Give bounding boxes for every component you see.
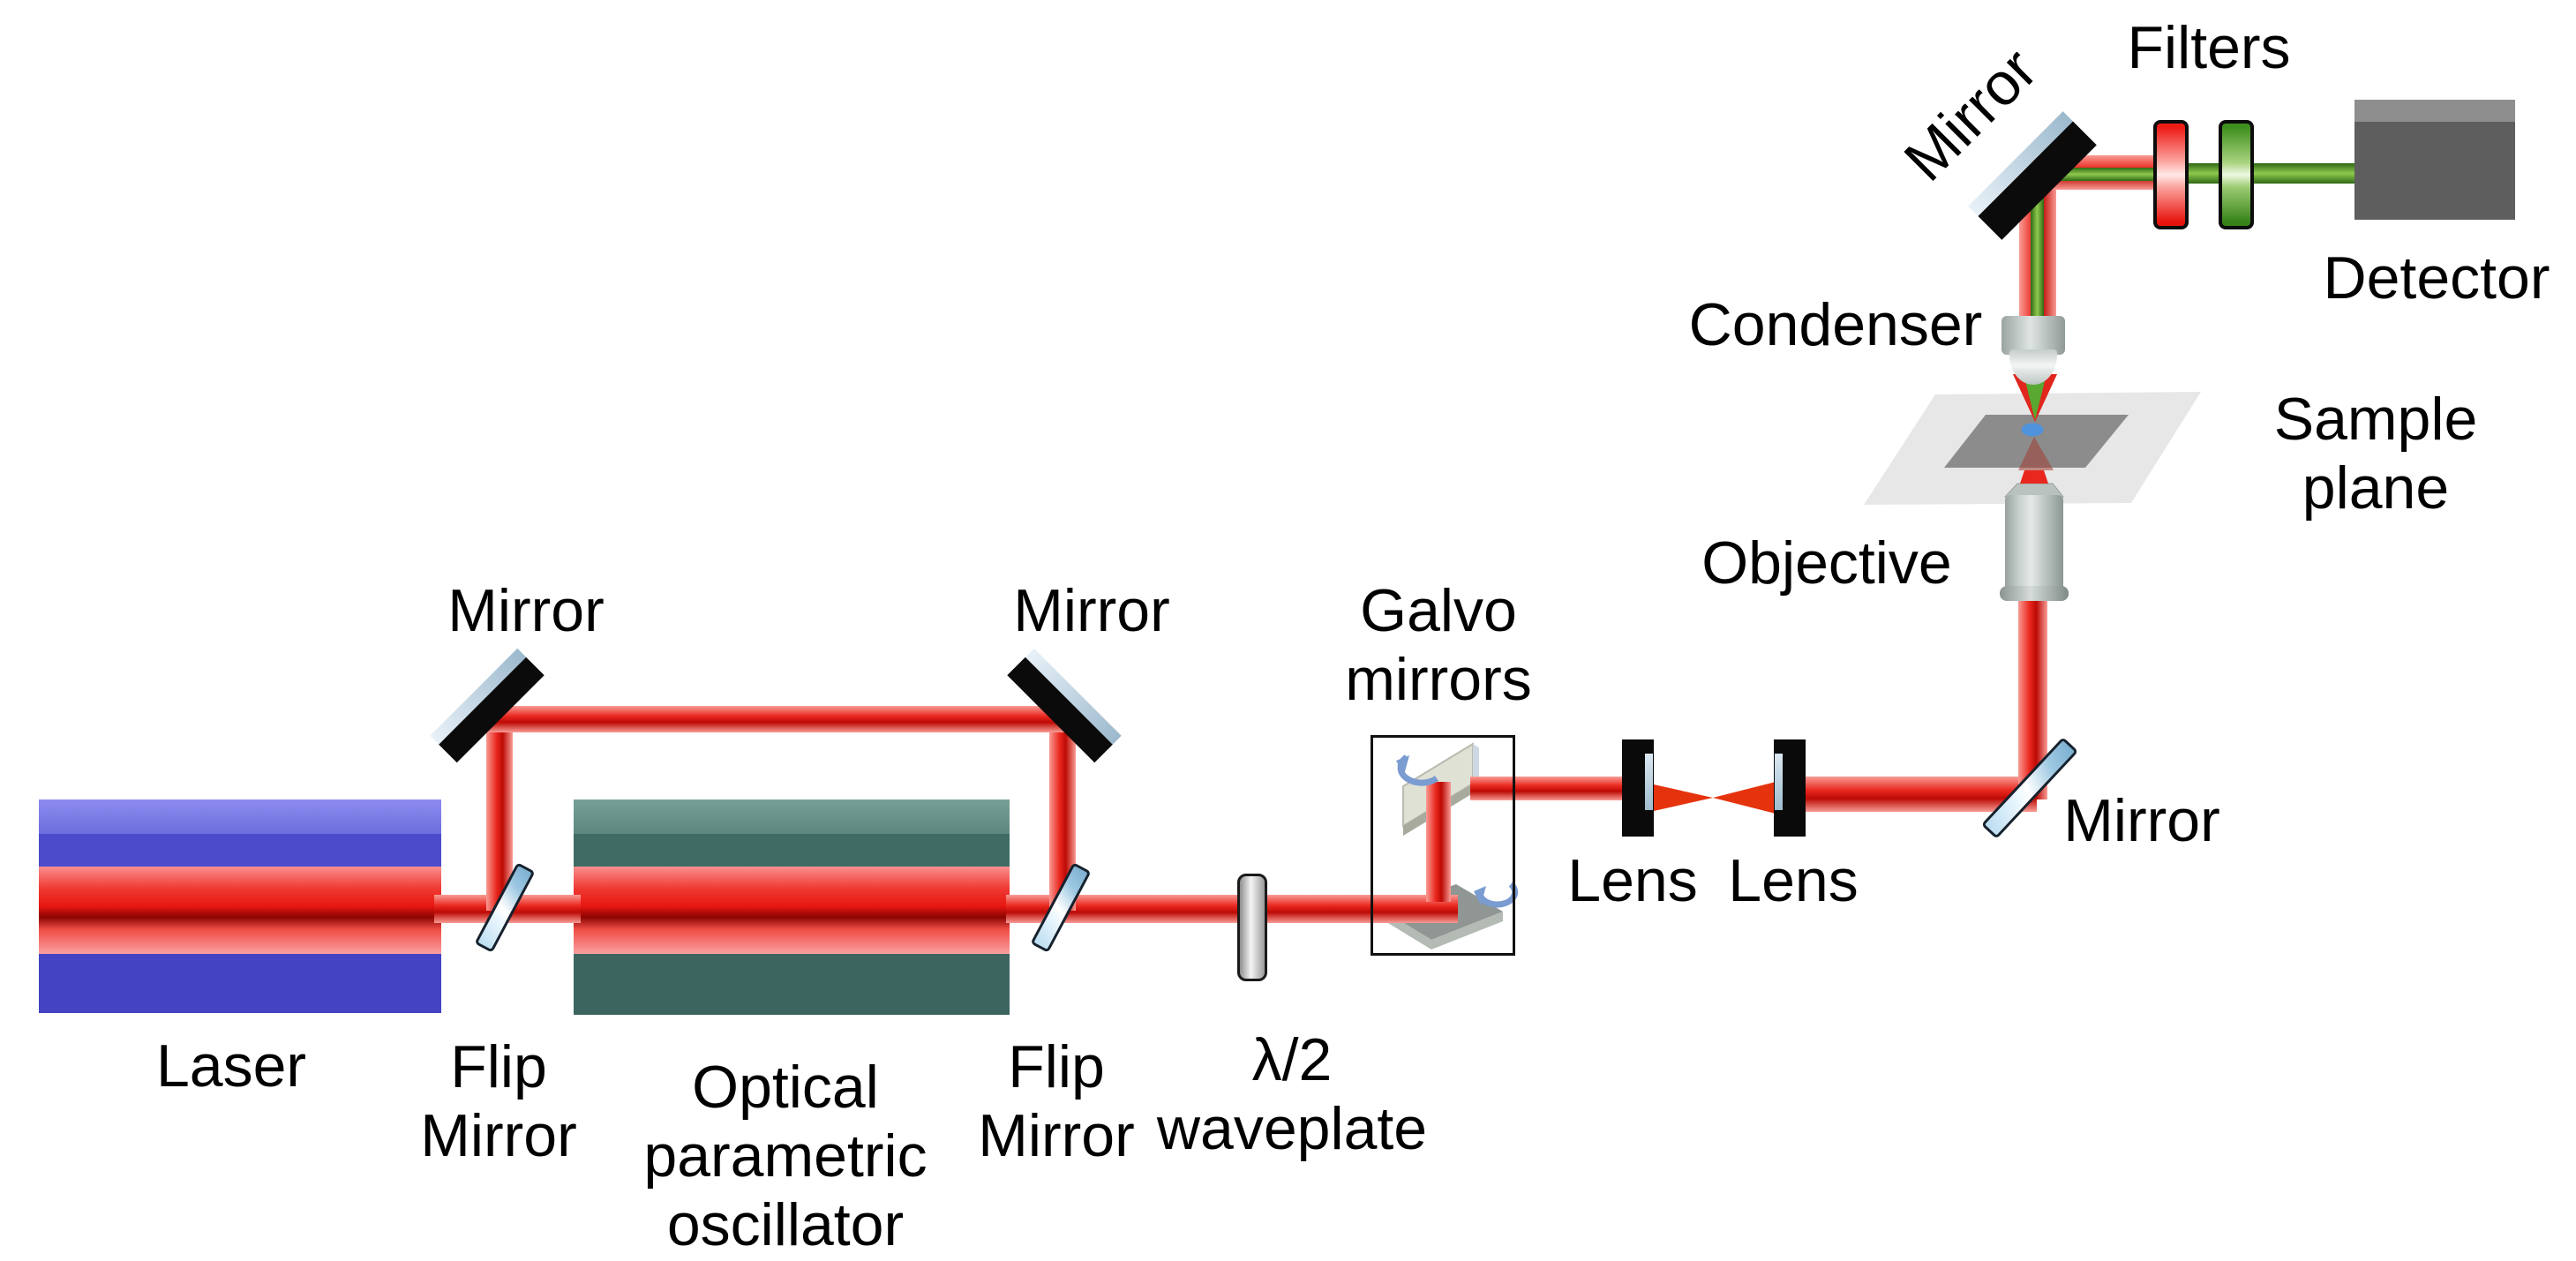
galvo-mirror-lower-edge: [1384, 911, 1503, 950]
lens-1: [1622, 739, 1654, 837]
objective-body: [2005, 495, 2063, 594]
label-condenser: Condenser: [1688, 291, 1983, 358]
laser-beam-stripe: [39, 867, 441, 954]
beam-galvo-vertical: [1426, 782, 1451, 902]
cone-sample-to-objective: [2018, 437, 2054, 470]
beam-focus-bowtie-left: [1654, 784, 1713, 811]
lens-1-face: [1645, 754, 1653, 810]
laser-box-top-face: [39, 799, 441, 834]
label-laser: Laser: [155, 1032, 307, 1100]
label-mirror-2: Mirror: [1013, 577, 1170, 644]
galvo-arrow-upper-head: [1396, 755, 1409, 775]
label-filters: Filters: [2127, 14, 2291, 81]
condenser-body: [2001, 316, 2065, 355]
galvo-mirror-upper-face: [1473, 744, 1479, 787]
red-filter: [2153, 120, 2189, 229]
label-lens-1: Lens: [1567, 847, 1698, 914]
galvo-scanner-box: [1371, 735, 1515, 956]
laser-box-bottom: [39, 954, 441, 1013]
opo-box-bottom: [574, 954, 1010, 1015]
focus-dot: [2021, 423, 2044, 437]
label-galvo-mirrors: Galvo mirrors: [1345, 577, 1532, 713]
opo-box-top-face: [574, 799, 1010, 834]
label-opo: Optical parametric oscillator: [643, 1054, 928, 1258]
label-flip-mirror-1: Flip Mirror: [420, 1033, 577, 1169]
cone-objective-bright: [2020, 470, 2048, 484]
lens-2: [1774, 739, 1806, 837]
label-objective: Objective: [1701, 529, 1952, 597]
label-waveplate: λ/2 waveplate: [1156, 1026, 1428, 1162]
beam-top-bypass: [487, 706, 1077, 732]
label-mirror-1: Mirror: [447, 577, 605, 644]
galvo-arrow-lower-head: [1474, 886, 1486, 905]
detector-box-top: [2354, 100, 2515, 122]
cone-condenser-green: [2024, 374, 2047, 420]
label-detector: Detector: [2323, 244, 2550, 311]
label-sample-plane: Sample plane: [2273, 386, 2478, 522]
beam-opo-to-galvo: [1006, 895, 1458, 923]
detector-box: [2354, 100, 2515, 220]
label-mirror-3: Mirror: [2063, 787, 2220, 854]
beam-focus-bowtie-right: [1713, 782, 1776, 814]
green-filter: [2219, 120, 2254, 229]
label-mirror-4: Mirror: [1891, 35, 2050, 194]
opo-beam-stripe: [574, 867, 1010, 954]
half-waveplate: [1237, 874, 1267, 981]
beam-condenser-to-mirror4-green: [2031, 185, 2044, 325]
laser-box: [39, 799, 441, 1013]
label-flip-mirror-2: Flip Mirror: [978, 1033, 1135, 1169]
beam-between-filters: [2178, 163, 2224, 184]
beam-filter-to-detector: [2245, 163, 2358, 184]
opo-box: [574, 799, 1010, 1015]
objective-bottom-rim: [2000, 586, 2069, 601]
label-lens-2: Lens: [1728, 847, 1859, 914]
lens-2-face: [1775, 754, 1783, 810]
beam-galvo-to-lens: [1470, 777, 1629, 800]
